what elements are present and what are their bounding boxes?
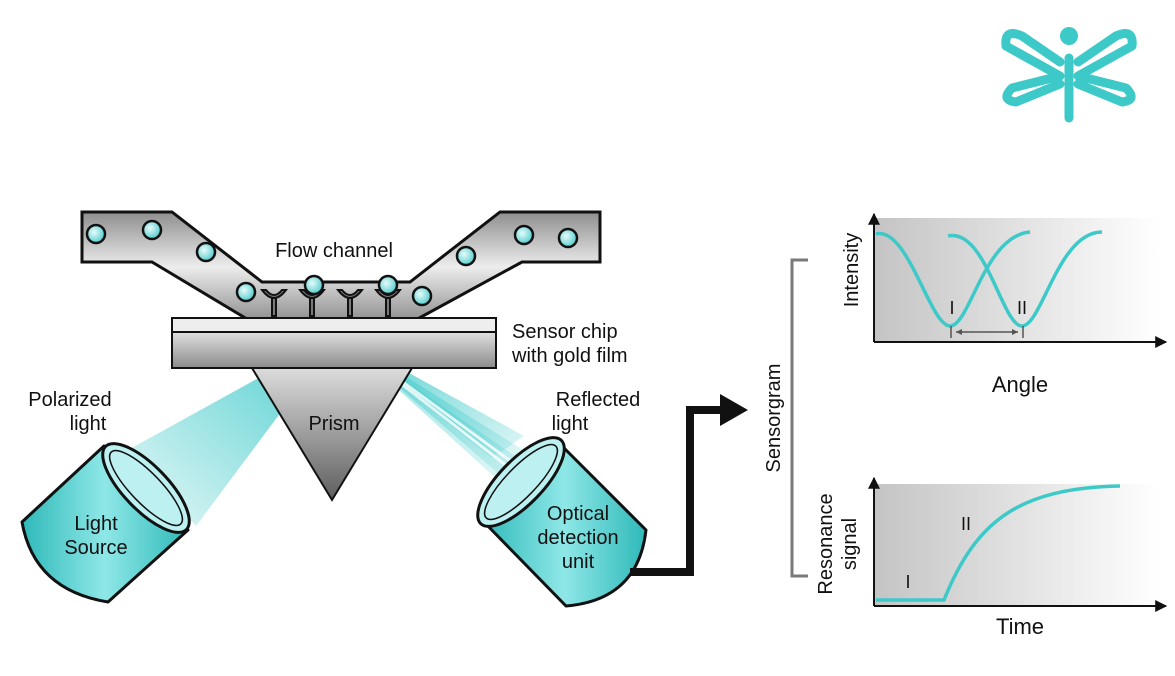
reflected-light-label-1: Reflected xyxy=(556,389,641,411)
angle-marker-2: II xyxy=(1017,298,1027,318)
optical-detection-unit: Optical detection unit xyxy=(476,436,648,608)
detection-label-2: detection xyxy=(537,527,618,549)
light-source-label-2: Source xyxy=(64,537,127,559)
detection-label-3: unit xyxy=(562,551,595,573)
time-marker-1: I xyxy=(905,572,910,592)
angle-xlabel: Angle xyxy=(992,372,1048,397)
angle-curve-2 xyxy=(947,230,1103,328)
time-xlabel: Time xyxy=(996,614,1044,639)
prism: Prism xyxy=(250,367,414,502)
sensor-chip-label-1: Sensor chip xyxy=(512,321,618,343)
angle-plot: I II Angle Intensity xyxy=(841,212,1168,397)
time-ylabel-2: signal xyxy=(839,518,861,570)
time-marker-2: II xyxy=(961,514,971,534)
light-source: Light Source xyxy=(20,442,191,604)
time-plot: I II Time Resonance signal xyxy=(815,476,1168,639)
sensorgram-bracket: Sensorgram xyxy=(763,258,808,578)
flow-channel: Flow channel xyxy=(80,210,602,324)
output-arrow xyxy=(630,394,748,576)
angle-ylabel: Intensity xyxy=(841,233,863,307)
reflected-light-label-2: light xyxy=(552,413,589,435)
resonance-curve xyxy=(876,484,1121,602)
prism-label: Prism xyxy=(308,413,359,435)
time-ylabel-1: Resonance xyxy=(815,493,837,594)
detection-label-1: Optical xyxy=(547,503,609,525)
light-source-label-1: Light xyxy=(74,513,118,535)
analyte-beads xyxy=(85,219,579,307)
angle-marker-1: I xyxy=(949,298,954,318)
sensor-chip xyxy=(171,317,497,369)
polarized-light-label-2: light xyxy=(70,413,107,435)
sensorgram-label: Sensorgram xyxy=(763,364,785,473)
flow-channel-label: Flow channel xyxy=(275,240,393,262)
angle-curve-1 xyxy=(875,230,1031,328)
sensor-chip-label-2: with gold film xyxy=(511,345,628,367)
receptor-array xyxy=(259,289,403,317)
dragonfly-logo-icon xyxy=(1001,27,1137,123)
polarized-light-label-1: Polarized xyxy=(28,389,111,411)
